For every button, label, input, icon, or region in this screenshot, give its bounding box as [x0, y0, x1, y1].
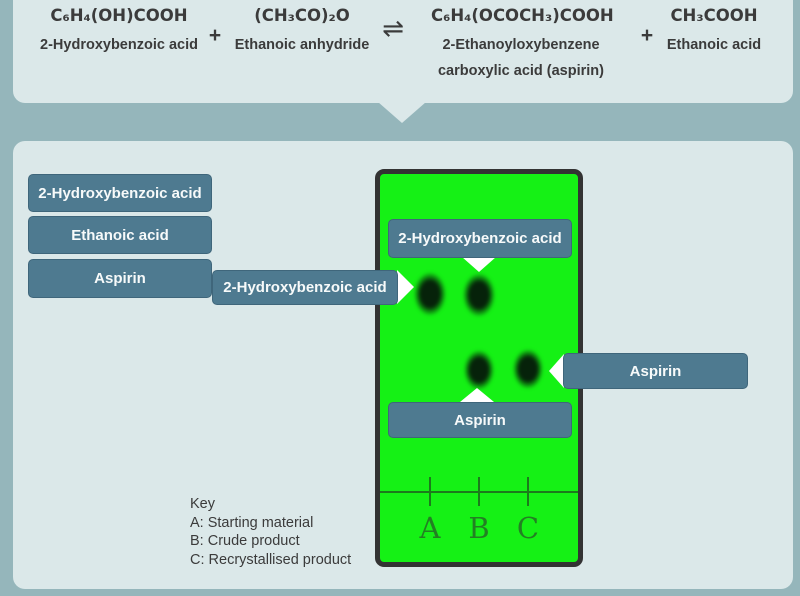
equation-panel: C₆H₄(OH)COOH 2-Hydroxybenzoic acid + (CH… — [13, 0, 793, 103]
key-block: Key A: Starting material B: Crude produc… — [190, 495, 351, 569]
key-item-a: A: Starting material — [190, 514, 314, 531]
lane-c-tick — [527, 477, 529, 506]
reactant-2-name: Ethanoic anhydride — [234, 37, 370, 53]
reactant-1-formula: C₆H₄(OH)COOH — [50, 6, 188, 25]
equilibrium-arrow-icon: ⇌ — [382, 14, 404, 44]
reactant-2-formula: (CH₃CO)₂O — [254, 6, 350, 25]
plus-sign: + — [640, 24, 654, 47]
reactant-1: C₆H₄(OH)COOH 2-Hydroxybenzoic acid — [24, 0, 214, 58]
product-1-name-line1: 2-Ethanoyloxybenzene — [442, 37, 600, 53]
lane-a-tick — [429, 477, 431, 506]
spot-lane-c-bottom — [512, 348, 544, 390]
product-1: C₆H₄(OCOCH₃)COOH 2-Ethanoyloxybenzene ca… — [431, 0, 614, 84]
spot-lane-a-top — [413, 271, 447, 317]
label-bank-item-2-hydroxybenzoic-acid[interactable]: 2-Hydroxybenzoic acid — [28, 174, 212, 212]
panel-tail-pointer — [378, 102, 426, 123]
key-item-b: B: Crude product — [190, 533, 300, 549]
product-1-name-line2: carboxylic acid (aspirin) — [437, 63, 604, 79]
key-title: Key — [190, 496, 215, 512]
product-1-formula: C₆H₄(OCOCH₃)COOH — [431, 6, 614, 25]
pointer-down-icon — [462, 257, 496, 272]
lane-label-c: C — [516, 511, 540, 545]
lane-label-a: A — [419, 511, 441, 545]
plus-sign: + — [208, 24, 222, 47]
placed-label-aspirin-lane-b[interactable]: Aspirin — [388, 402, 572, 438]
spot-lane-b-top — [462, 272, 496, 318]
lane-b-tick — [478, 477, 480, 506]
product-2: CH₃COOH Ethanoic acid — [654, 0, 774, 58]
lane-label-b: B — [468, 511, 490, 545]
spot-lane-b-bottom — [463, 349, 495, 391]
reactant-2: (CH₃CO)₂O Ethanoic anhydride — [227, 0, 377, 58]
key-item-c: C: Recrystallised product — [190, 551, 352, 568]
pointer-right-icon — [397, 270, 414, 304]
label-bank-item-aspirin[interactable]: Aspirin — [28, 259, 212, 298]
placed-label-2-hydroxybenzoic-acid-lane-a[interactable]: 2-Hydroxybenzoic acid — [212, 270, 398, 305]
product-2-formula: CH₃COOH — [670, 6, 758, 25]
reactant-1-name: 2-Hydroxybenzoic acid — [40, 37, 198, 53]
placed-label-aspirin-lane-c[interactable]: Aspirin — [563, 353, 748, 389]
pointer-up-icon — [460, 388, 494, 402]
label-bank-item-ethanoic-acid[interactable]: Ethanoic acid — [28, 216, 212, 254]
placed-label-2-hydroxybenzoic-acid-lane-b[interactable]: 2-Hydroxybenzoic acid — [388, 219, 572, 258]
product-2-name: Ethanoic acid — [666, 37, 762, 53]
pointer-left-icon — [549, 354, 564, 388]
